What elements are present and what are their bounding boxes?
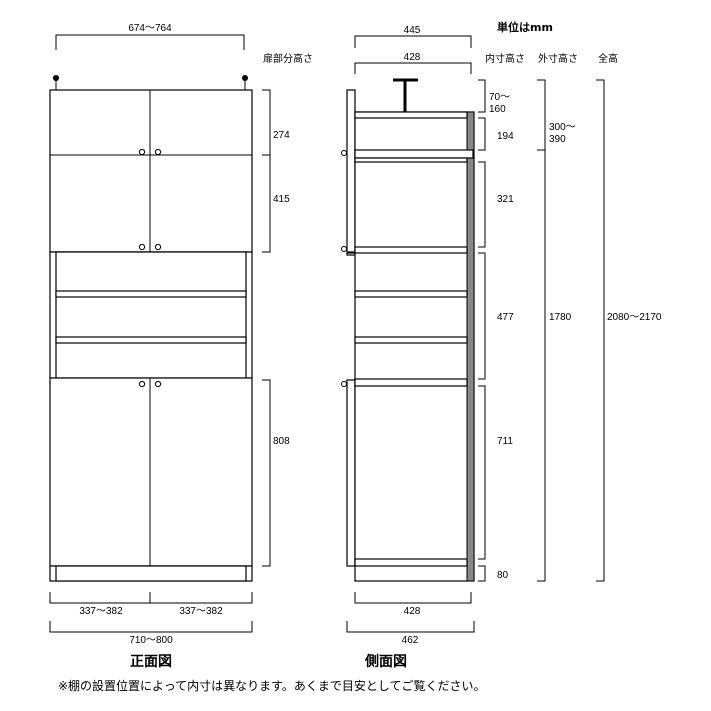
outer-height-1a: 300～: [549, 122, 576, 133]
upper-door-knobs: [138, 148, 162, 251]
top-adjuster-left: [53, 75, 59, 90]
unit-label: 単位はmm: [497, 20, 553, 34]
side-view-caption: 側面図: [364, 653, 407, 670]
front-view: 674～764: [49, 23, 313, 670]
inner-depth-bottom-label: 428: [404, 606, 421, 617]
inner-height-2: 194: [497, 131, 514, 142]
door-height-3: 808: [273, 436, 290, 447]
side-view: 単位はmm 445 428 内寸高さ 外寸高さ 全高: [341, 20, 662, 670]
lower-door-knobs: [138, 380, 162, 388]
side-upper-fixed-board: [354, 149, 474, 159]
inner-height-1a: 70～: [489, 92, 510, 103]
outer-depth-label: 462: [402, 635, 419, 646]
door-width-line: [49, 592, 253, 604]
side-bottom-board: [354, 558, 468, 567]
door-section-label: 扉部分高さ: [263, 52, 313, 65]
inner-height-4: 477: [497, 312, 514, 323]
inner-height-6: 80: [497, 570, 509, 581]
middle-shelf-1: [55, 290, 247, 298]
top-adjuster-right: [242, 75, 248, 90]
outer-height-header: 外寸高さ: [538, 52, 578, 65]
door-height-bracket-2: [262, 154, 271, 253]
inner-dim-1: [478, 79, 486, 113]
inner-dim-4: [478, 252, 486, 380]
side-upper-door: [346, 89, 356, 253]
total-height-header: 全高: [598, 52, 618, 65]
outer-height-2: 1780: [549, 312, 572, 323]
middle-shelf-2: [55, 336, 247, 344]
inner-dim-2: [478, 117, 486, 151]
side-top-depth-label: 445: [404, 25, 421, 36]
side-shelf-4: [354, 378, 468, 387]
door-height-2: 415: [273, 194, 290, 205]
inner-height-3: 321: [497, 194, 514, 205]
side-back-panel: [466, 111, 475, 582]
total-dim: [596, 79, 605, 582]
outer-depth-line: [346, 621, 475, 633]
door-width-left: 337～382: [79, 606, 123, 617]
bottom-width-line: [49, 621, 253, 633]
outer-height-1b: 390: [549, 134, 566, 145]
side-inner-depth-top-line: [354, 62, 472, 74]
middle-inner-frame: [55, 251, 247, 379]
front-top-width-label: 674～764: [128, 23, 172, 34]
side-lower-door: [346, 379, 356, 567]
upper-cabinet: [49, 89, 253, 253]
footnote: ※棚の設置位置によって内寸は異なります。あくまで目安としてご覧ください。: [58, 678, 486, 693]
bottom-width-label: 710～800: [129, 635, 173, 646]
inner-dim-6: [478, 565, 486, 582]
side-top-depth-line: [354, 35, 472, 48]
ceiling-tension-pole: [393, 78, 418, 112]
side-shelf-1: [354, 246, 468, 254]
front-top-width-line: [55, 34, 245, 50]
outer-dim-1: [537, 79, 546, 151]
side-shelf-2: [354, 290, 468, 298]
door-height-1: 274: [273, 130, 290, 141]
door-height-bracket-1: [262, 89, 271, 156]
plinth-inner: [55, 565, 247, 582]
side-top-board: [354, 111, 468, 119]
total-height: 2080～2170: [607, 312, 662, 323]
inner-depth-bottom-line: [354, 592, 472, 604]
front-view-caption: 正面図: [130, 654, 172, 670]
side-shelf-3: [354, 336, 468, 344]
door-width-right: 337～382: [179, 606, 223, 617]
lower-cabinet: [49, 377, 253, 567]
inner-height-5: 711: [497, 436, 513, 447]
side-inner-depth-top-label: 428: [404, 52, 421, 63]
inner-dim-3: [478, 161, 486, 248]
door-height-bracket-3: [262, 379, 271, 567]
outer-dim-2: [537, 149, 546, 582]
inner-height-1b: 160: [489, 104, 506, 115]
inner-height-header: 内寸高さ: [485, 52, 525, 65]
side-carcass: [354, 111, 475, 582]
inner-dim-5: [478, 385, 486, 560]
